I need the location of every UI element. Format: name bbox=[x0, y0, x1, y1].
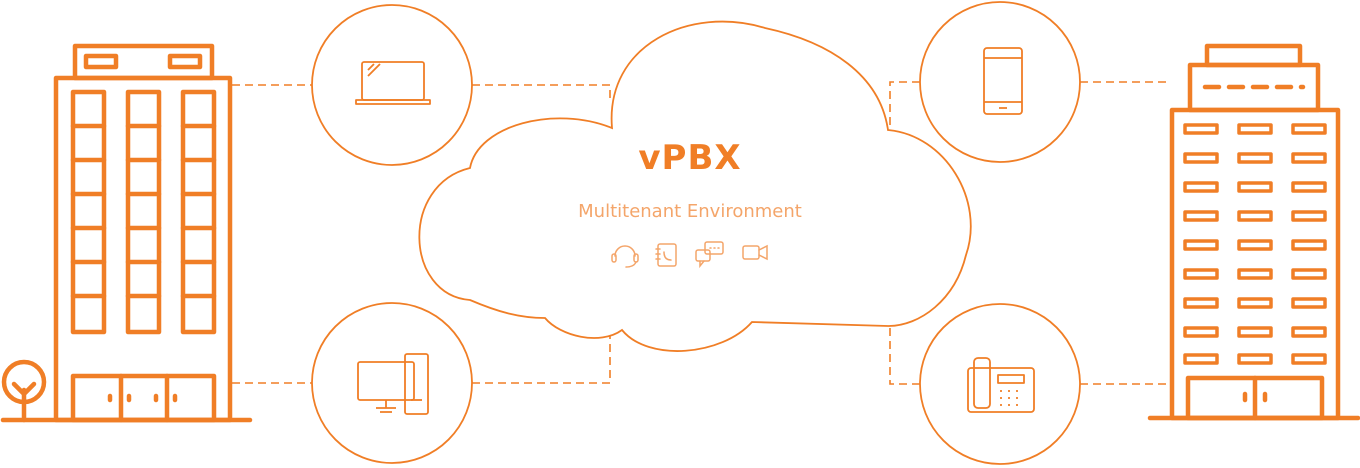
cloud-subtitle: Multitenant Environment bbox=[578, 201, 802, 222]
cloud-title: vPBX bbox=[638, 138, 742, 178]
cloud-shape bbox=[418, 20, 972, 352]
smartphone-node bbox=[919, 1, 1081, 163]
laptop-icon bbox=[355, 61, 431, 105]
chat-icon bbox=[695, 241, 724, 269]
desktop-computer-icon bbox=[357, 353, 429, 415]
left-office-building bbox=[0, 43, 253, 423]
right-office-building bbox=[1147, 43, 1360, 421]
laptop-node bbox=[311, 4, 473, 166]
smartphone-icon bbox=[983, 47, 1023, 115]
connector-lines bbox=[232, 81, 1170, 385]
desktop-node bbox=[311, 302, 473, 464]
headset-icon bbox=[611, 245, 639, 268]
video-camera-icon bbox=[742, 244, 768, 261]
tree-icon bbox=[1, 359, 47, 423]
desk-phone-node bbox=[919, 303, 1081, 465]
address-book-icon bbox=[655, 243, 677, 267]
desk-phone-icon bbox=[967, 357, 1035, 413]
